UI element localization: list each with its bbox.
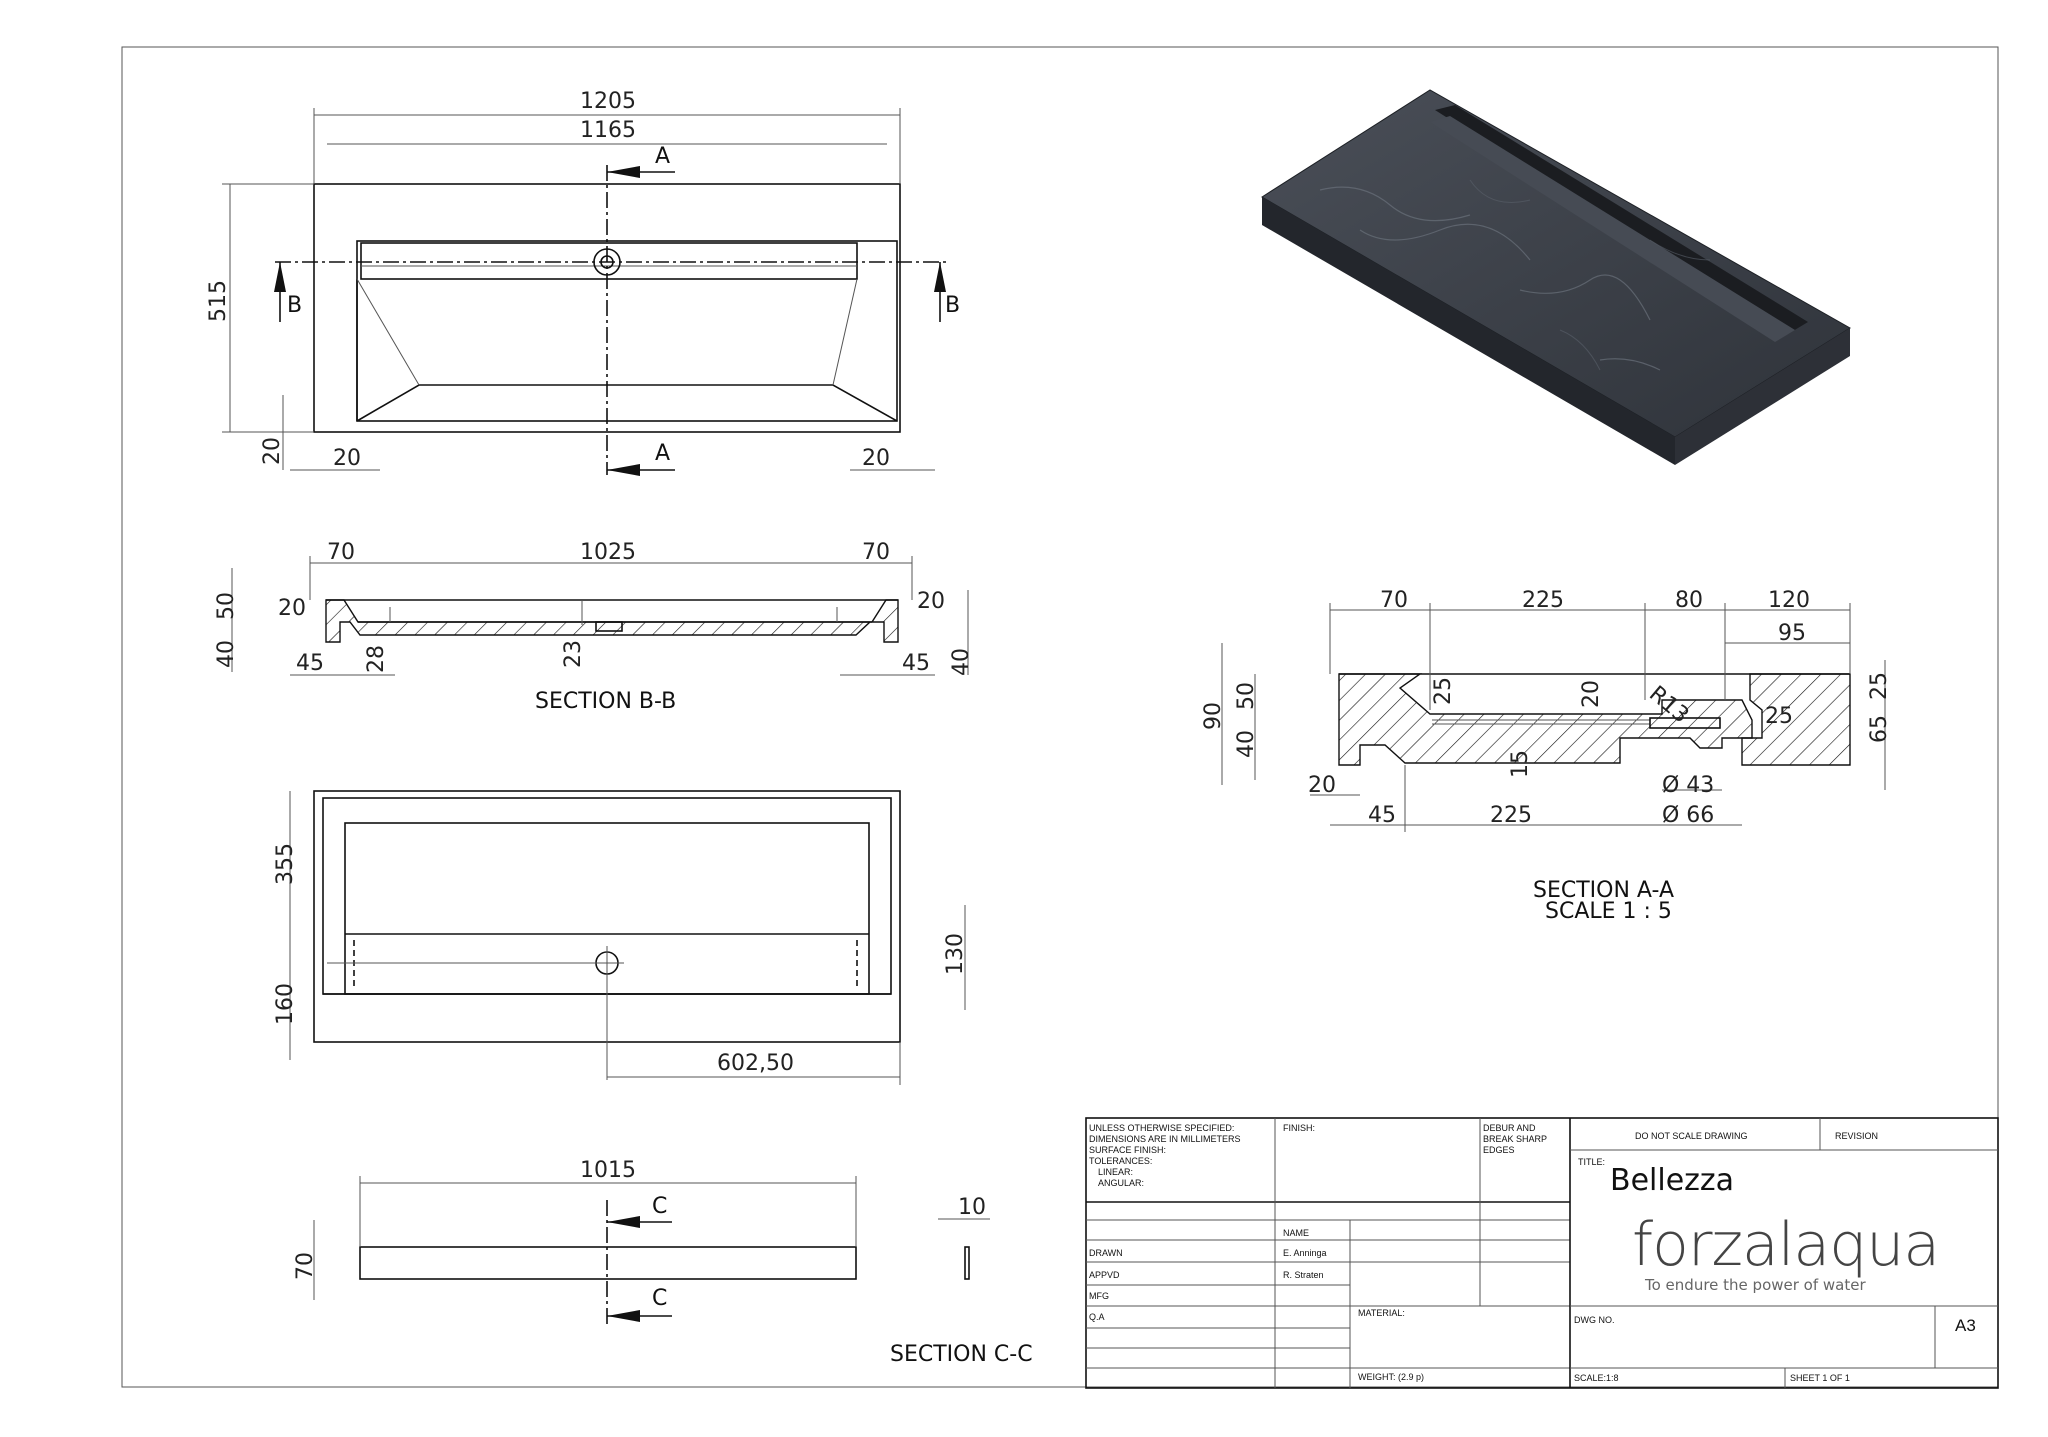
- bb-dim-28: 28: [364, 645, 389, 673]
- cc-dim-1015: 1015: [580, 1158, 636, 1183]
- aa-dim-95: 95: [1778, 621, 1806, 646]
- tb-revision: REVISION: [1835, 1131, 1878, 1141]
- aa-dim-50: 50: [1234, 682, 1259, 710]
- tb-weight: WEIGHT: (2.9 p): [1358, 1372, 1424, 1382]
- dim-offset-left: 20: [333, 446, 361, 471]
- section-aa: 70 225 80 120 95 90 50 40 25 20 R13 25 2…: [1201, 588, 1892, 924]
- bb-dim-23: 23: [561, 640, 586, 668]
- tb-material: MATERIAL:: [1358, 1308, 1405, 1318]
- aa-dim-20-b: 20: [1308, 773, 1336, 798]
- bv-dim-355: 355: [273, 843, 298, 885]
- aa-dim-dia66: Ø 66: [1662, 803, 1714, 828]
- tb-qa: Q.A: [1089, 1312, 1105, 1322]
- dim-inner-width: 1165: [580, 118, 636, 143]
- aa-dim-90: 90: [1201, 702, 1226, 730]
- aa-dim-40: 40: [1234, 730, 1259, 758]
- tb-angular: ANGULAR:: [1098, 1178, 1144, 1188]
- bottom-view: 355 160 130 602,50: [273, 790, 968, 1085]
- aa-dim-80: 80: [1675, 588, 1703, 613]
- dim-offset-bottom: 20: [260, 437, 285, 465]
- tb-dwg-no: DWG NO.: [1574, 1315, 1615, 1325]
- section-bb: 70 1025 70 50 40 20 20 45 28 23 45 40 SE…: [214, 540, 974, 714]
- tb-title-label: TITLE:: [1578, 1157, 1605, 1167]
- tb-break-sharp: BREAK SHARP: [1483, 1134, 1547, 1144]
- bb-dim-left-w: 70: [327, 540, 355, 565]
- aa-dim-25-inner: 25: [1765, 704, 1793, 729]
- tb-mfg: MFG: [1089, 1291, 1109, 1301]
- cc-marker-bottom: C: [652, 1286, 667, 1311]
- title-block: UNLESS OTHERWISE SPECIFIED: DIMENSIONS A…: [1085, 1117, 1999, 1389]
- aa-dim-dia43: Ø 43: [1662, 773, 1714, 798]
- section-marker-a-top: A: [655, 144, 670, 169]
- cc-marker-top: C: [652, 1194, 667, 1219]
- cc-dim-70: 70: [293, 1252, 318, 1280]
- tb-appvd: APPVD: [1089, 1270, 1120, 1280]
- aa-dim-225-bottom: 225: [1490, 803, 1532, 828]
- section-marker-b-right: B: [945, 293, 960, 318]
- basin-side-face: [1675, 328, 1850, 465]
- brand-tagline: To endure the power of water: [1644, 1276, 1866, 1294]
- tb-edges: EDGES: [1483, 1145, 1515, 1155]
- tb-unless: UNLESS OTHERWISE SPECIFIED:: [1089, 1123, 1234, 1133]
- section-bb-title: SECTION B-B: [535, 689, 676, 714]
- bb-dim-right-w: 70: [862, 540, 890, 565]
- aa-dim-15: 15: [1508, 750, 1533, 778]
- tb-appvd-name: R. Straten: [1283, 1270, 1324, 1280]
- basin-outline: [313, 183, 901, 433]
- brand-logo: forzalaqua: [1632, 1210, 1939, 1280]
- tb-do-not-scale: DO NOT SCALE DRAWING: [1635, 1131, 1748, 1141]
- tb-name-label: NAME: [1283, 1228, 1309, 1238]
- tb-title-value: Bellezza: [1610, 1163, 1734, 1198]
- bv-dim-160: 160: [273, 983, 298, 1025]
- dim-offset-right: 20: [862, 446, 890, 471]
- bb-dim-45-left: 45: [296, 651, 324, 676]
- top-view: A A B B 1205 1165 515 20 20 20: [206, 89, 960, 476]
- basin-groove: [1435, 105, 1808, 334]
- tb-linear: LINEAR:: [1098, 1167, 1133, 1177]
- tb-drawn: DRAWN: [1089, 1248, 1123, 1258]
- isometric-slate-basin: [1261, 89, 1851, 465]
- bb-dim-45-right: 45: [902, 651, 930, 676]
- tb-tolerances: TOLERANCES:: [1089, 1156, 1152, 1166]
- section-aa-scale: SCALE 1 : 5: [1545, 899, 1672, 924]
- aa-dim-25-right: 25: [1867, 672, 1892, 700]
- bb-dim-h40-right: 40: [949, 648, 974, 676]
- bb-dim-h50: 50: [214, 592, 239, 620]
- bb-dim-mid-w: 1025: [580, 540, 636, 565]
- aa-dim-120: 120: [1768, 588, 1810, 613]
- section-cc-title: SECTION C-C: [890, 1342, 1033, 1367]
- tb-debur: DEBUR AND: [1483, 1123, 1536, 1133]
- tb-size: A3: [1955, 1316, 1976, 1335]
- tb-drawn-name: E. Anninga: [1283, 1248, 1327, 1258]
- dim-overall-width: 1205: [580, 89, 636, 114]
- aa-dim-225-top: 225: [1522, 588, 1564, 613]
- drain-channel: [360, 242, 858, 280]
- sheet-border: [121, 46, 1999, 1388]
- tb-sheet: SHEET 1 OF 1: [1790, 1373, 1850, 1383]
- aa-dim-70: 70: [1380, 588, 1408, 613]
- cc-dim-10: 10: [958, 1195, 986, 1220]
- section-aa-title: SECTION A-A: [1533, 878, 1674, 903]
- aa-dim-45: 45: [1368, 803, 1396, 828]
- aa-dim-20-a: 20: [1579, 680, 1604, 708]
- tb-dimensions: DIMENSIONS ARE IN MILLIMETERS: [1089, 1134, 1241, 1144]
- tb-scale: SCALE:1:8: [1574, 1373, 1619, 1383]
- section-marker-a-bottom: A: [655, 441, 670, 466]
- bv-dim-602: 602,50: [717, 1051, 794, 1076]
- basin-inner: [356, 240, 898, 422]
- bb-dim-20-left: 20: [278, 596, 306, 621]
- tb-finish: FINISH:: [1283, 1123, 1315, 1133]
- bb-dim-h40-left: 40: [214, 640, 239, 668]
- section-marker-b-left: B: [287, 293, 302, 318]
- section-cc: 1015 70 C C 10 SECTION C-C: [293, 1158, 1033, 1367]
- aa-dim-65: 65: [1867, 715, 1892, 743]
- bv-dim-130: 130: [943, 933, 968, 975]
- aa-dim-25-a: 25: [1431, 677, 1456, 705]
- tb-surface: SURFACE FINISH:: [1089, 1145, 1166, 1155]
- dim-height: 515: [206, 280, 231, 322]
- bb-dim-20-right: 20: [917, 589, 945, 614]
- basin-front-face: [1262, 197, 1675, 465]
